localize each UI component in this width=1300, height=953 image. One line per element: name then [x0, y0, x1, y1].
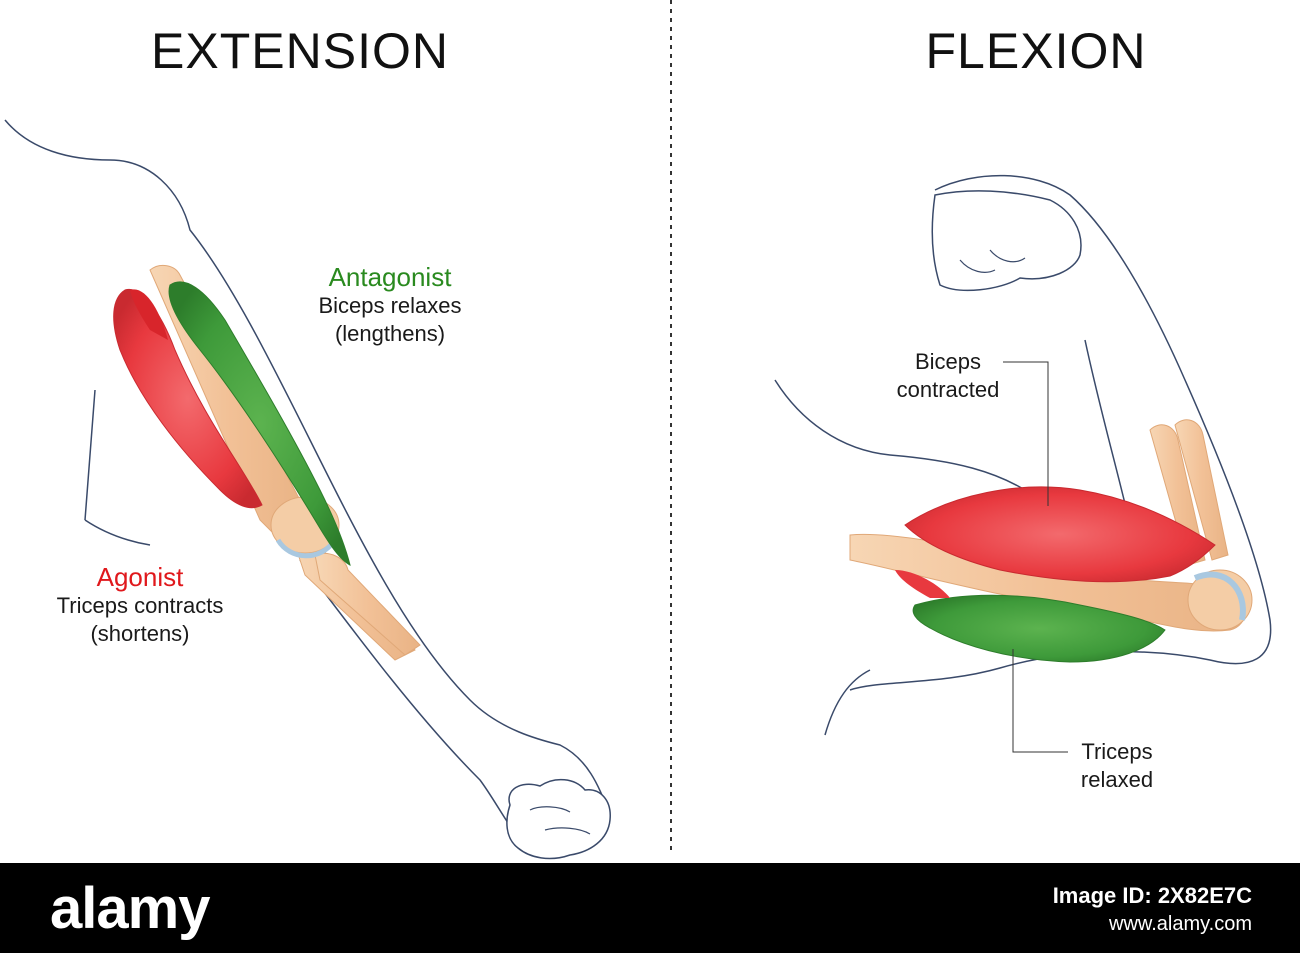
agonist-heading: Agonist — [96, 562, 184, 592]
brand-wordmark: alamy — [50, 876, 210, 941]
agonist-line2: (shortens) — [90, 621, 190, 646]
antagonist-line1: Biceps relaxes — [318, 293, 462, 318]
biceps-contracted-right — [904, 486, 1216, 583]
triceps-label-line2: relaxed — [1080, 767, 1154, 792]
extended-arm-outline — [4, 119, 611, 846]
extended-fist-outline — [506, 778, 611, 860]
antagonist-heading: Antagonist — [328, 262, 452, 292]
image-id-text: Image ID: 2X82E7C — [1052, 883, 1252, 908]
extension-arm — [4, 119, 611, 860]
triceps-contracted-left — [113, 288, 263, 509]
agonist-label: Agonist Triceps contracts (shortens) — [35, 562, 245, 648]
flexion-title: FLEXION — [925, 23, 1147, 79]
site-url-text: www.alamy.com — [1109, 913, 1252, 935]
biceps-label-line1: Biceps — [914, 349, 982, 374]
ulna-bone — [314, 553, 421, 656]
antagonist-label: Antagonist Biceps relaxes (lengthens) — [290, 262, 490, 348]
biceps-leader-line — [1003, 361, 1049, 506]
biceps-contracted-label: Biceps contracted — [878, 348, 1018, 404]
watermark-footer: alamy Image ID: 2X82E7C www.alamy.com — [0, 863, 1300, 953]
biceps-relaxed-left — [168, 281, 351, 566]
triceps-label-line1: Triceps — [1081, 739, 1153, 764]
extension-title: EXTENSION — [151, 23, 449, 79]
agonist-line1: Triceps contracts — [56, 593, 224, 618]
biceps-label-line2: contracted — [896, 377, 1000, 402]
triceps-relaxed-right — [912, 594, 1166, 663]
triceps-relaxed-label: Triceps relaxed — [1052, 738, 1182, 794]
flexion-arm — [774, 174, 1272, 753]
antagonist-line2: (lengthens) — [334, 321, 446, 346]
flexed-fist-outline — [931, 190, 1082, 292]
triceps-leader-line — [1012, 649, 1068, 753]
